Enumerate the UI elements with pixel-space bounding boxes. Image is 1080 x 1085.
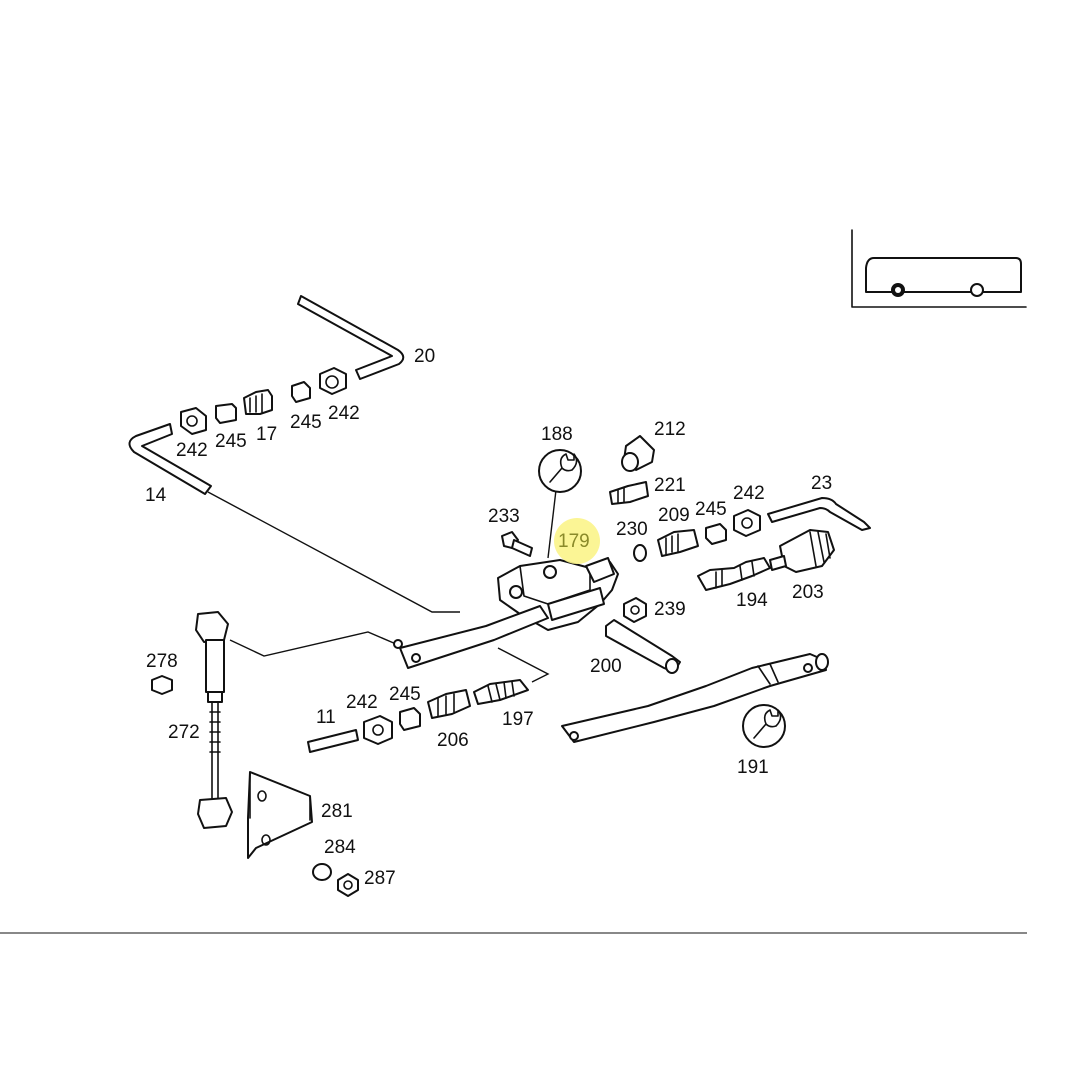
callout-242[interactable]: 242 [176,440,208,461]
link-rod-272 [195,611,233,829]
pipe-23 [767,497,871,531]
callout-191[interactable]: 191 [737,757,769,778]
callout-272[interactable]: 272 [168,722,200,743]
bracket-281 [247,771,313,859]
nut-287 [337,873,359,897]
callout-242[interactable]: 242 [346,692,378,713]
callout-281[interactable]: 281 [321,801,353,822]
callout-278[interactable]: 278 [146,651,178,672]
callout-221[interactable]: 221 [654,475,686,496]
callout-194[interactable]: 194 [736,590,768,611]
pipe-14 [128,423,460,613]
wrench-icon [742,704,786,748]
callout-245[interactable]: 245 [389,684,421,705]
lever-191 [561,653,829,743]
screw-233 [501,531,533,557]
callout-200[interactable]: 200 [590,656,622,677]
callout-230[interactable]: 230 [616,519,648,540]
nut-278 [151,675,173,695]
callout-239[interactable]: 239 [654,599,686,620]
dust-cap-203 [769,529,835,573]
bus-side-view-icon [865,257,1022,293]
fittings-lower-row [307,679,529,753]
callout-245[interactable]: 245 [290,412,322,433]
callout-209[interactable]: 209 [658,505,690,526]
callout-287[interactable]: 287 [364,868,396,889]
callout-23[interactable]: 23 [811,473,832,494]
callout-179[interactable]: 179 [558,531,590,552]
callout-284[interactable]: 284 [324,837,356,858]
callout-245[interactable]: 245 [695,499,727,520]
wrench-icon [538,449,582,493]
callout-11[interactable]: 11 [316,707,336,728]
callout-203[interactable]: 203 [792,582,824,603]
callout-labels: 20 242 245 17 245 242 14 188 212 221 233… [145,346,832,889]
callout-212[interactable]: 212 [654,419,686,440]
pin-200 [605,619,681,674]
callout-20[interactable]: 20 [414,346,435,367]
callout-206[interactable]: 206 [437,730,469,751]
fittings-right-row [633,509,761,562]
callout-197[interactable]: 197 [502,709,534,730]
fittings-upper-row [180,367,347,435]
spring-washer-284 [312,863,332,881]
callout-242[interactable]: 242 [733,483,765,504]
callout-188[interactable]: 188 [541,424,573,445]
banjo-fitting-212 [621,435,655,472]
highlight-marker [554,518,600,564]
nut-239 [623,597,647,623]
vehicle-locator-inset [851,229,1027,308]
callout-17[interactable]: 17 [256,424,277,445]
pipe-20 [297,295,405,380]
adapter-194 [697,557,771,591]
callout-233[interactable]: 233 [488,506,520,527]
callout-245[interactable]: 245 [215,431,247,452]
lever-arm [393,605,549,669]
callout-14[interactable]: 14 [145,485,167,506]
bolt-221 [609,481,649,505]
rear-wheel-icon [970,283,984,297]
callout-242[interactable]: 242 [328,403,360,424]
